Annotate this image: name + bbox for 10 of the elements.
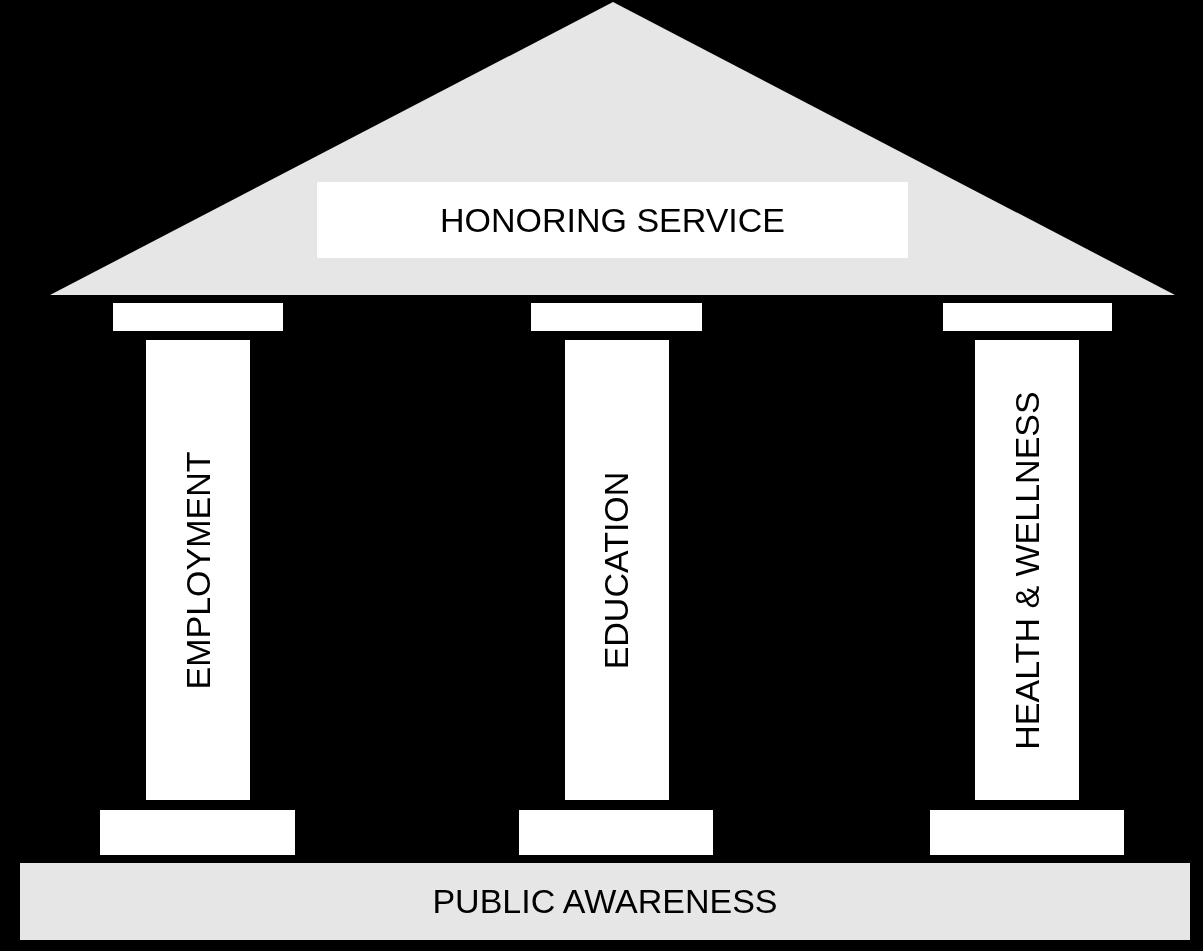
pillar-column — [565, 340, 669, 800]
foundation-label: PUBLIC AWARENESS — [432, 882, 778, 921]
pillar-column — [975, 340, 1079, 800]
pillar-label: EMPLOYMENT — [178, 451, 218, 689]
pillar-label: EDUCATION — [597, 471, 637, 669]
roof-label: HONORING SERVICE — [439, 200, 786, 240]
foundation-band — [20, 863, 1190, 940]
pillar-label: HEALTH & WELLNESS — [1007, 390, 1047, 750]
pillar-column — [146, 340, 250, 800]
roof-panel — [317, 182, 908, 258]
